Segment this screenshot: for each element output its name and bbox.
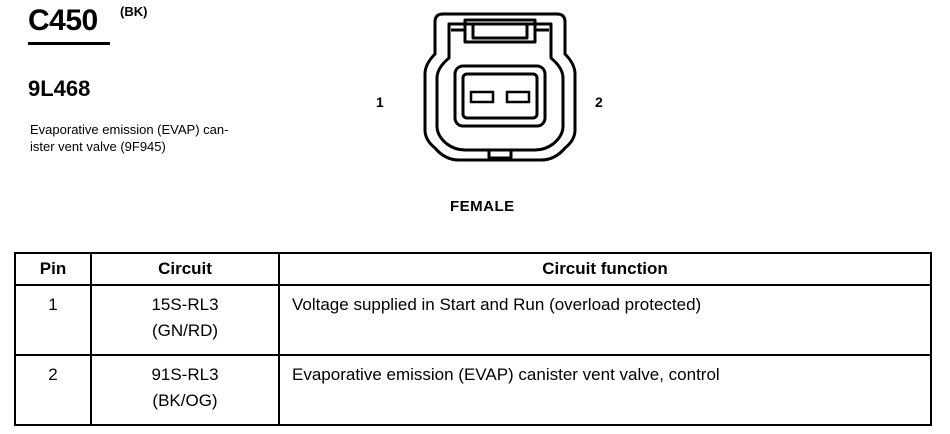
cell-circuit: 91S-RL3 (BK/OG) — [90, 354, 280, 426]
connector-color: (BK) — [120, 4, 148, 19]
wire-color: (GN/RD) — [151, 321, 219, 340]
connector-latch — [463, 18, 537, 44]
header-pin: Pin — [14, 252, 92, 286]
connector-id: C450 — [28, 4, 98, 37]
cell-pin: 2 — [14, 354, 92, 426]
pin-1-terminal — [469, 90, 495, 104]
table-row: 1 15S-RL3 (GN/RD) Voltage supplied in St… — [14, 284, 932, 356]
connector-key — [487, 150, 513, 160]
part-number: 9L468 — [28, 76, 91, 101]
cell-pin: 1 — [14, 284, 92, 356]
circuit-number: 15S-RL3 — [151, 295, 219, 314]
connector-inner-shell — [435, 22, 565, 152]
connector-id-underline — [28, 42, 110, 45]
connector-gender: FEMALE — [450, 198, 515, 215]
pin-2-terminal — [505, 90, 531, 104]
pin-table: Pin Circuit Circuit function 1 15S-RL3 (… — [14, 252, 932, 426]
connector-outer-shell — [423, 12, 577, 162]
circuit-number: 91S-RL3 — [151, 365, 219, 384]
cell-function: Evaporative emission (EVAP) canister ven… — [278, 354, 932, 426]
table-header-row: Pin Circuit Circuit function — [14, 252, 932, 286]
wire-color: (BK/OG) — [152, 391, 218, 410]
pin-label-2: 2 — [595, 94, 603, 110]
header-circuit: Circuit — [90, 252, 280, 286]
connector-face-diagram — [423, 12, 577, 162]
table-row: 2 91S-RL3 (BK/OG) Evaporative emission (… — [14, 354, 932, 426]
terminal-cavity — [453, 64, 547, 128]
header-circuit-function: Circuit function — [278, 252, 932, 286]
cell-function: Voltage supplied in Start and Run (overl… — [278, 284, 932, 356]
connector-description: Evaporative emission (EVAP) can- ister v… — [30, 122, 229, 154]
pin-label-1: 1 — [376, 94, 384, 110]
cell-circuit: 15S-RL3 (GN/RD) — [90, 284, 280, 356]
